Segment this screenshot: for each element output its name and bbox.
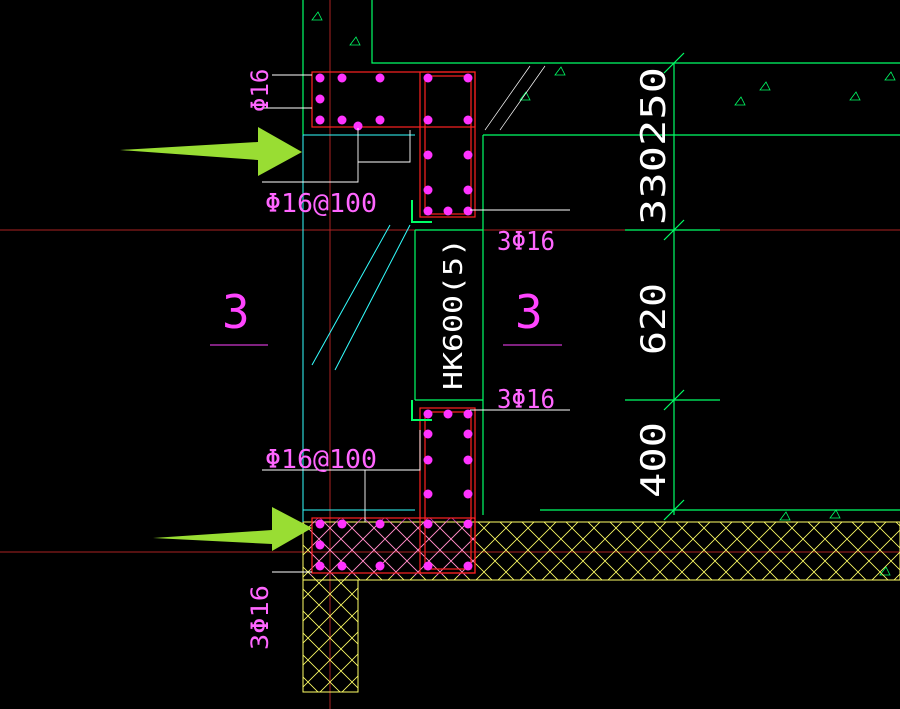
concrete-symbol bbox=[884, 71, 896, 81]
rebar-dot bbox=[337, 519, 347, 529]
rebar-dot bbox=[423, 73, 433, 83]
hatch-line bbox=[484, 65, 531, 131]
annotation-arrows bbox=[120, 127, 312, 551]
dimension-ticks bbox=[625, 52, 720, 521]
rebar-dot bbox=[463, 185, 473, 195]
rebar-dot bbox=[423, 185, 433, 195]
drawing-labels: Φ16 Φ16@100 3Φ16 3Φ16 Φ16@100 3Φ16 3 3 H… bbox=[222, 67, 674, 650]
rebar-dot bbox=[463, 429, 473, 439]
stirrup-bottom-vertical bbox=[419, 407, 476, 574]
rebar-dot bbox=[443, 206, 453, 216]
wall-outline bbox=[302, 134, 415, 522]
anchor-marks bbox=[411, 200, 432, 421]
label-rebar-top-left: Φ16 bbox=[246, 69, 274, 112]
rebar-dot bbox=[315, 73, 325, 83]
label-stirrup-bottom: Φ16@100 bbox=[265, 445, 377, 475]
dim-tick-top bbox=[663, 52, 685, 74]
leader-lines bbox=[262, 74, 570, 573]
rebar-dot bbox=[337, 115, 347, 125]
beam-bottom-hatch bbox=[310, 518, 475, 576]
label-rebar-right-top: 3Φ16 bbox=[497, 227, 555, 257]
arrow-right-icon bbox=[120, 127, 302, 176]
rebar-dot bbox=[337, 73, 347, 83]
rebar-dot bbox=[443, 409, 453, 419]
rebar-dot bbox=[463, 409, 473, 419]
anchor-mark-bottom bbox=[411, 400, 432, 421]
rebar-dot bbox=[375, 73, 385, 83]
label-dim-top: 330250 bbox=[634, 67, 674, 225]
label-section-left: 3 bbox=[222, 285, 250, 339]
concrete-symbol bbox=[829, 509, 841, 519]
concrete-symbol bbox=[311, 11, 323, 21]
top-slab-top-edge bbox=[371, 0, 900, 64]
rebar-dot bbox=[315, 561, 325, 571]
rebar-dot bbox=[375, 561, 385, 571]
concrete-hatch-top bbox=[311, 11, 896, 576]
wall-below-hatch bbox=[302, 579, 359, 693]
label-rebar-bottom-left: 3Φ16 bbox=[246, 585, 274, 650]
rebar-dot bbox=[423, 206, 433, 216]
label-dim-middle: 620 bbox=[634, 283, 674, 355]
concrete-symbol bbox=[779, 511, 791, 521]
rebar-dot bbox=[315, 115, 325, 125]
concrete-outlines bbox=[302, 0, 900, 515]
rebar-dots bbox=[315, 73, 473, 571]
rebar-dot bbox=[315, 94, 325, 104]
rebar-dot bbox=[423, 409, 433, 419]
rebar-dot bbox=[423, 561, 433, 571]
rebar-dot bbox=[463, 489, 473, 499]
diagonal-cut-1 bbox=[334, 224, 411, 371]
rebar-dot bbox=[463, 73, 473, 83]
label-stirrup-top: Φ16@100 bbox=[265, 189, 377, 219]
dim-tick-bottom bbox=[663, 499, 685, 521]
concrete-symbol bbox=[554, 66, 566, 76]
rebar-dot bbox=[423, 489, 433, 499]
concrete-symbol bbox=[849, 91, 861, 101]
rebar-dot bbox=[423, 115, 433, 125]
stirrup-top-inner bbox=[424, 75, 472, 215]
rebar-dot bbox=[463, 206, 473, 216]
leader-stirrup-bottom-2 bbox=[365, 430, 421, 471]
label-section-right: 3 bbox=[515, 285, 543, 339]
stirrups bbox=[311, 71, 476, 574]
rebar-dot bbox=[423, 519, 433, 529]
rebar-dot bbox=[463, 150, 473, 160]
label-rebar-right-bottom: 3Φ16 bbox=[497, 385, 555, 415]
top-slab-diagonal-hatch bbox=[484, 65, 546, 131]
label-wall-mark: HK600(5) bbox=[439, 238, 469, 390]
concrete-symbol bbox=[519, 91, 531, 101]
rebar-dot bbox=[463, 561, 473, 571]
rebar-dot bbox=[375, 115, 385, 125]
diagonal-cut-2 bbox=[311, 224, 391, 366]
rebar-dot bbox=[423, 150, 433, 160]
bottom-slab-hatch bbox=[302, 518, 900, 693]
label-dim-bottom: 400 bbox=[634, 422, 674, 498]
stirrup-top-vertical bbox=[419, 71, 476, 218]
stirrup-top-horizontal bbox=[311, 71, 476, 128]
rebar-dot bbox=[353, 121, 363, 131]
concrete-symbol bbox=[734, 96, 746, 106]
rebar-dot bbox=[375, 519, 385, 529]
arrow-right-icon bbox=[153, 507, 312, 551]
rebar-dot bbox=[315, 540, 325, 550]
rebar-dot bbox=[315, 519, 325, 529]
rebar-dot bbox=[463, 455, 473, 465]
rebar-dot bbox=[423, 429, 433, 439]
rebar-dot bbox=[423, 455, 433, 465]
leader-stirrup-top bbox=[262, 128, 359, 183]
leader-stirrup-top-2 bbox=[358, 130, 411, 163]
rebar-dot bbox=[463, 519, 473, 529]
rebar-dot bbox=[463, 115, 473, 125]
hatch-line bbox=[499, 65, 546, 131]
anchor-mark-top bbox=[411, 200, 432, 223]
concrete-symbol bbox=[349, 36, 361, 46]
rebar-dot bbox=[337, 561, 347, 571]
concrete-symbol bbox=[759, 81, 771, 91]
